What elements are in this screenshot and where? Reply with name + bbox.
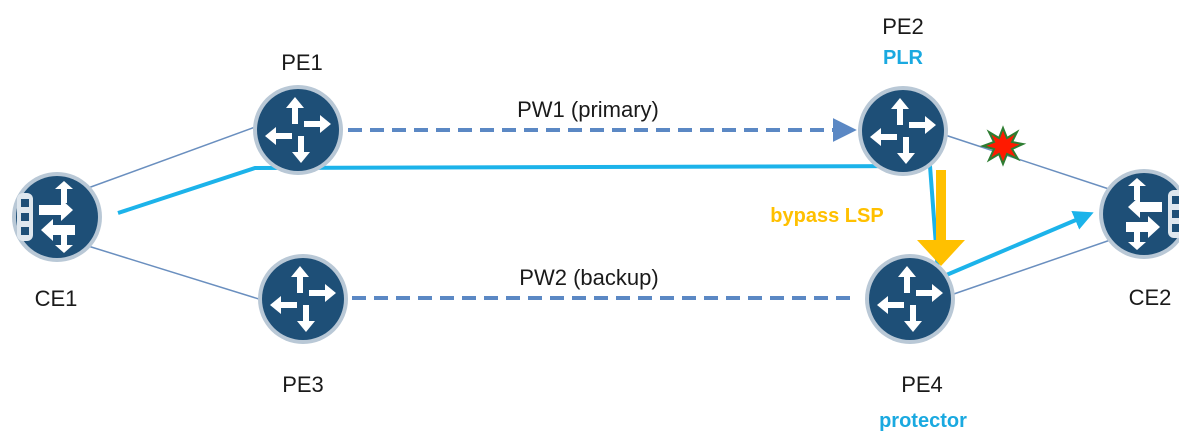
pe2-router-icon[interactable] xyxy=(858,86,948,176)
active-path-segment-pe4-ce2 xyxy=(943,211,1094,278)
active-path-segment-ce1-pe2 xyxy=(117,164,933,215)
pe4-label: PE4 xyxy=(901,372,943,397)
link-ce1-pe3 xyxy=(87,245,263,301)
link-ce1-pe1 xyxy=(87,125,259,189)
pseudowires xyxy=(348,118,858,300)
pe1-router-icon[interactable] xyxy=(253,85,343,175)
link-pe4-ce2 xyxy=(947,235,1123,297)
ce2-label: CE2 xyxy=(1129,285,1172,310)
ce1-router-icon[interactable] xyxy=(12,172,102,262)
pe3-label: PE3 xyxy=(282,372,324,397)
pe3-router-icon[interactable] xyxy=(258,254,348,344)
bypass-lsp-label: bypass LSP xyxy=(770,205,883,227)
pe2-label: PE2 xyxy=(882,14,924,39)
pe4-role-label: protector xyxy=(879,410,967,432)
bypass-lsp-arrow xyxy=(917,170,965,266)
ce1-label: CE1 xyxy=(35,286,78,311)
physical-links xyxy=(87,125,1123,301)
ce2-router-icon[interactable] xyxy=(1099,169,1179,259)
pw2-label: PW2 (backup) xyxy=(519,265,658,290)
link-pe2-ce2 xyxy=(941,133,1119,193)
failure-burst-icon xyxy=(979,125,1027,167)
pe1-label: PE1 xyxy=(281,50,323,75)
pe4-router-icon[interactable] xyxy=(865,254,955,344)
pw1-label: PW1 (primary) xyxy=(517,97,659,122)
pe2-role-label: PLR xyxy=(883,47,924,69)
